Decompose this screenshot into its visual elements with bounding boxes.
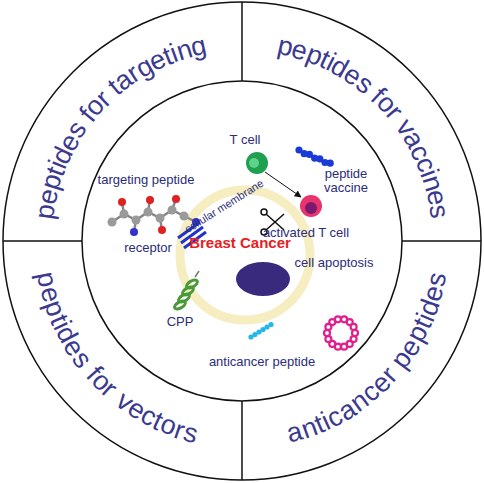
activated-t-cell bbox=[300, 195, 322, 217]
outer-circle bbox=[3, 2, 481, 480]
part-label: receptor bbox=[124, 241, 172, 255]
activation-arrow bbox=[265, 172, 301, 197]
center-title: Breast Cancer bbox=[189, 235, 291, 252]
t-cell bbox=[246, 152, 268, 174]
cell-membrane bbox=[180, 190, 310, 320]
quadrant-dividers bbox=[3, 2, 481, 480]
anticancer-peptide-chain bbox=[248, 322, 273, 340]
part-label: T cell bbox=[230, 133, 261, 147]
t-cell-core bbox=[249, 158, 259, 168]
part-label: CPP bbox=[167, 315, 194, 329]
part-label: cell apoptosis bbox=[295, 256, 374, 270]
part-label: cellular membrane bbox=[182, 177, 265, 235]
part-label: anticancer peptide bbox=[209, 355, 315, 369]
inner-circle bbox=[82, 81, 402, 401]
part-label: peptide vaccine bbox=[316, 167, 376, 196]
anticancer-peptide-ring bbox=[324, 316, 358, 349]
peptide-vaccine-chain bbox=[295, 146, 333, 166]
arc-letter: s bbox=[425, 203, 454, 220]
part-label: targeting peptide bbox=[98, 173, 195, 187]
activated-t-cell-core bbox=[305, 202, 317, 214]
nucleus bbox=[236, 262, 290, 296]
cpp-helix bbox=[173, 271, 199, 311]
